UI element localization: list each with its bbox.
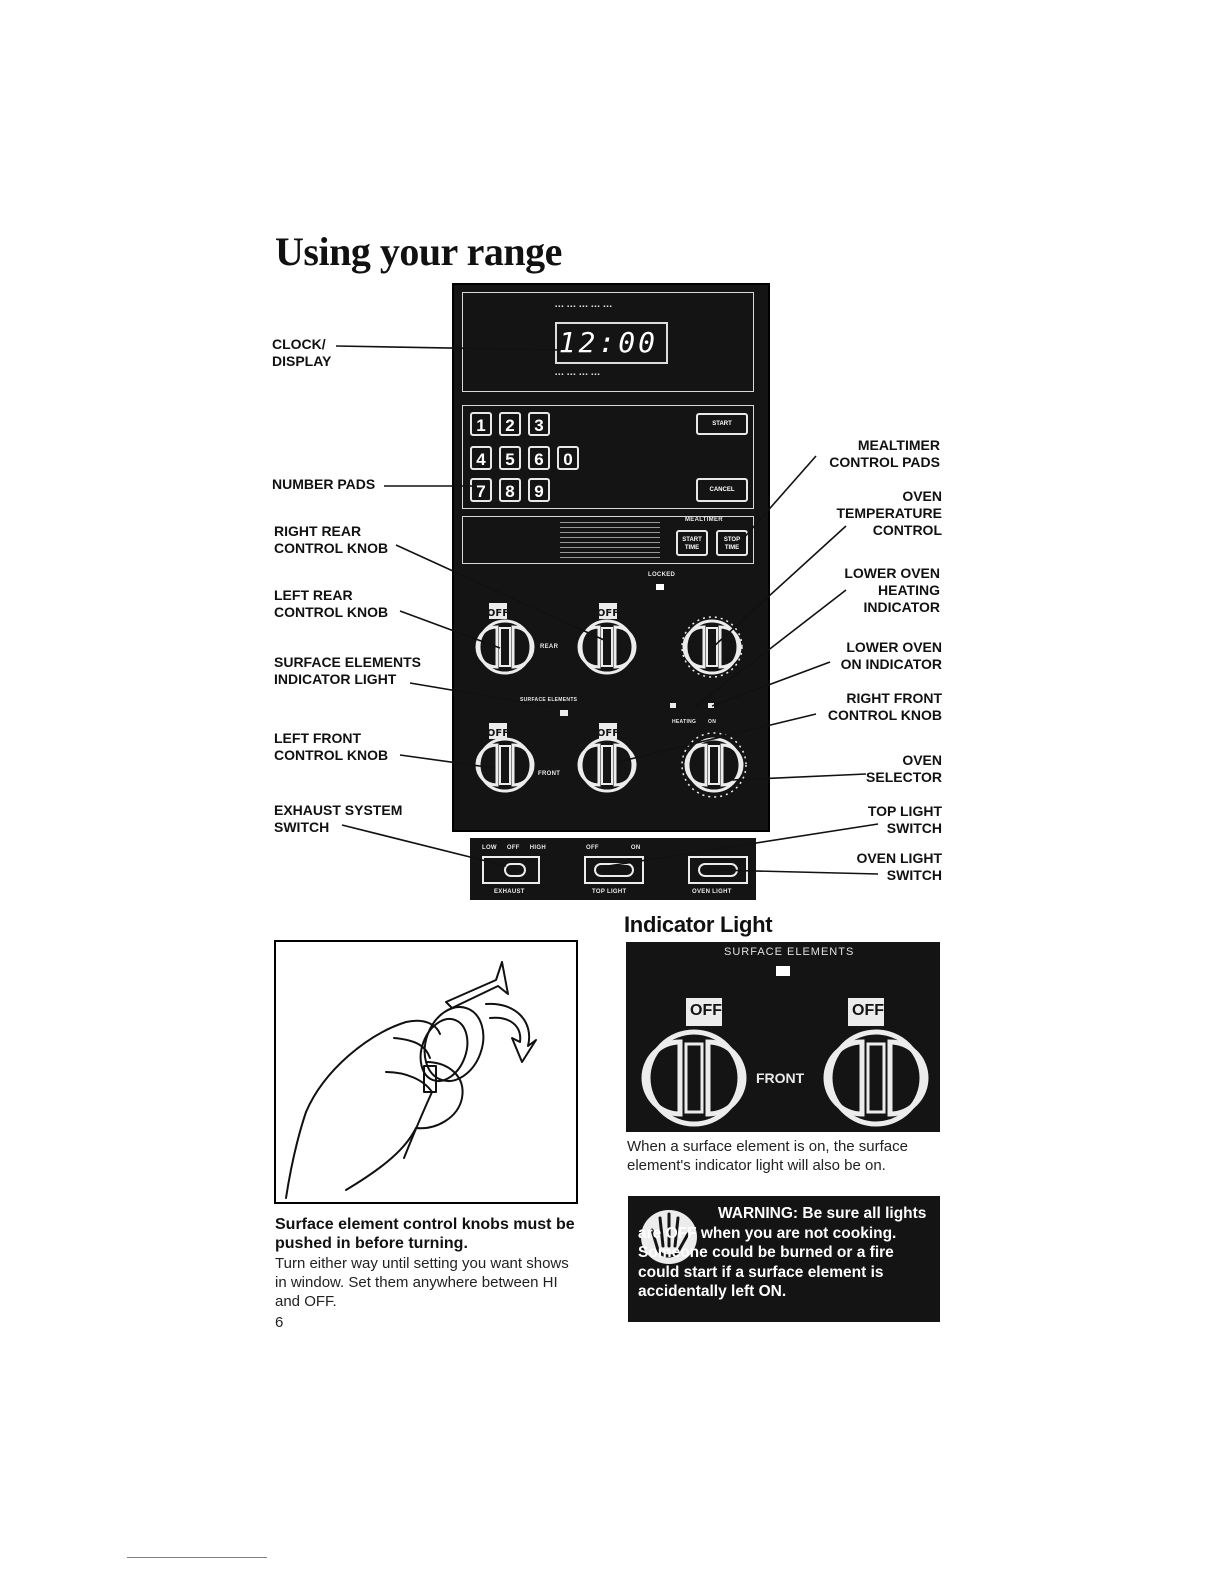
mealtimer-label: MEALTIMER (682, 517, 726, 523)
callout-top-light-switch: TOP LIGHT SWITCH (867, 803, 942, 836)
number-pad-2[interactable]: 2 (499, 412, 521, 436)
callout-left-rear-knob: LEFT REAR CONTROL KNOB (274, 587, 389, 620)
top-light-label: TOP LIGHT (592, 889, 627, 895)
callout-oven-temp-control: OVEN TEMPERATURE CONTROL (836, 488, 942, 538)
knob-push-illustration (274, 940, 578, 1204)
indicator-diagram: SURFACE ELEMENTS OFF OFF FRONT (626, 942, 940, 1132)
start-time-button[interactable]: START TIME (676, 530, 708, 556)
callout-right-front-knob: RIGHT FRONT CONTROL KNOB (827, 690, 942, 723)
heating-label: HEATING (672, 719, 697, 725)
number-pad-6[interactable]: 6 (528, 446, 550, 470)
top-light-switch[interactable] (584, 856, 644, 884)
knob-instruction-body: Turn either way until setting you want s… (275, 1255, 569, 1310)
callout-lower-oven-on: LOWER OVEN ON INDICATOR (840, 639, 942, 672)
on-label: ON (708, 719, 717, 725)
callout-surface-indicator: SURFACE ELEMENTS INDICATOR LIGHT (274, 654, 422, 687)
knob-art: OFF (475, 603, 747, 798)
indicator-knobs (626, 998, 940, 1132)
oven-light-label: OVEN LIGHT (692, 889, 732, 895)
exhaust-position-labels: LOW OFF HIGH (482, 845, 546, 851)
warning-hand-icon (641, 1210, 697, 1264)
clock-display: 12:00 (555, 322, 668, 364)
warning-text: WARNING: Be sure all lights are OFF when… (638, 1205, 927, 1300)
keypad-frame (462, 405, 754, 509)
top-light-position-labels: OFF ON (586, 845, 641, 851)
exhaust-label: EXHAUST (494, 889, 525, 895)
indicator-left-knob (644, 1032, 744, 1124)
display-frame (462, 292, 754, 392)
footer-rule (127, 1557, 267, 1558)
number-pad-8[interactable]: 8 (499, 478, 521, 502)
number-pad-4[interactable]: 4 (470, 446, 492, 470)
indicator-surface-elements-label: SURFACE ELEMENTS (724, 946, 855, 958)
indicator-front-label: FRONT (756, 1070, 805, 1086)
display-mode-labels: ▪▪▪ ▪▪▪ ▪▪▪ ▪▪▪ ▪▪▪ (555, 304, 613, 310)
locked-indicator (656, 584, 664, 590)
surface-elements-label: SURFACE ELEMENTS (520, 697, 578, 703)
page-title: Using your range (275, 229, 562, 274)
number-pad-3[interactable]: 3 (528, 412, 550, 436)
callout-right-rear-knob: RIGHT REAR CONTROL KNOB (274, 523, 389, 556)
mealtimer-frame (462, 516, 754, 564)
page-number: 6 (275, 1314, 284, 1331)
start-button[interactable]: START (696, 413, 748, 435)
indicator-right-off-tag: OFF (852, 1002, 884, 1019)
cancel-button[interactable]: CANCEL (696, 478, 748, 502)
exhaust-switch[interactable] (482, 856, 540, 884)
knob-instruction-heading: Surface element control knobs must be pu… (275, 1216, 575, 1252)
hand-turning-knob-icon (285, 961, 537, 1199)
number-pad-0[interactable]: 0 (557, 446, 579, 470)
number-pad-1[interactable]: 1 (470, 412, 492, 436)
callout-oven-light-switch: OVEN LIGHT SWITCH (856, 850, 942, 883)
callout-number-pads: NUMBER PADS (272, 476, 376, 492)
number-pad-7[interactable]: 7 (470, 478, 492, 502)
stop-time-button[interactable]: STOP TIME (716, 530, 748, 556)
indicator-left-off-tag: OFF (690, 1002, 722, 1019)
clean-cycle-instructions (560, 522, 660, 558)
display-sensor-labels: ▪▪▪ ▪▪▪ ▪▪▪ ▪▪▪ (555, 372, 601, 378)
rear-label: REAR (540, 644, 559, 650)
indicator-right-knob (826, 1032, 926, 1124)
callout-lower-oven-heating: LOWER OVEN HEATING INDICATOR (844, 565, 940, 615)
number-pad-5[interactable]: 5 (499, 446, 521, 470)
front-label: FRONT (538, 771, 561, 777)
number-pad-9[interactable]: 9 (528, 478, 550, 502)
callout-mealtimer-pads: MEALTIMER CONTROL PADS (829, 437, 940, 470)
callout-oven-selector: OVEN SELECTOR (866, 752, 942, 785)
indicator-heading: Indicator Light (624, 912, 773, 937)
switch-strip (470, 838, 756, 900)
indicator-light (776, 966, 790, 976)
indicator-caption: When a surface element is on, the surfac… (627, 1138, 908, 1174)
warning-box: WARNING: Be sure all lights are OFF when… (628, 1196, 940, 1322)
callout-left-front-knob: LEFT FRONT CONTROL KNOB (274, 730, 389, 763)
callout-clock-display: CLOCK/ DISPLAY (272, 336, 332, 369)
locked-label: LOCKED (648, 572, 676, 578)
callout-exhaust-switch: EXHAUST SYSTEM SWITCH (274, 802, 403, 835)
